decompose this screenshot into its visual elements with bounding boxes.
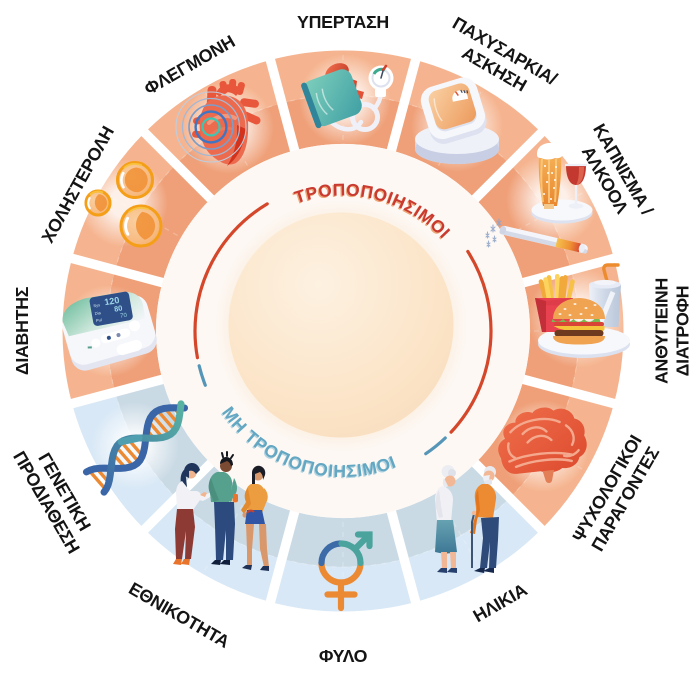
- svg-text:80: 80: [113, 303, 123, 313]
- svg-text:70: 70: [120, 313, 128, 320]
- svg-text:Dia: Dia: [94, 310, 102, 316]
- svg-text:ΔΙΑΤΡΟΦΗ: ΔΙΑΤΡΟΦΗ: [673, 286, 693, 377]
- svg-text:ΗΛΙΚΙΑ: ΗΛΙΚΙΑ: [470, 579, 531, 626]
- svg-text:Pul: Pul: [96, 317, 103, 323]
- svg-text:120: 120: [104, 295, 121, 307]
- svg-text:Sys: Sys: [93, 302, 100, 308]
- svg-text:ΥΠΕΡΤΑΣΗ: ΥΠΕΡΤΑΣΗ: [297, 12, 389, 32]
- svg-text:ΔΙΑΒΗΤΗΣ: ΔΙΑΒΗΤΗΣ: [12, 286, 32, 375]
- svg-text:ΑΝΘΥΓΙΕΙΝΗ: ΑΝΘΥΓΙΕΙΝΗ: [652, 278, 672, 384]
- svg-text:ΦΥΛΟ: ΦΥΛΟ: [319, 646, 368, 666]
- svg-text:ΕΘΝΙΚΟΤΗΤΑ: ΕΘΝΙΚΟΤΗΤΑ: [125, 578, 233, 652]
